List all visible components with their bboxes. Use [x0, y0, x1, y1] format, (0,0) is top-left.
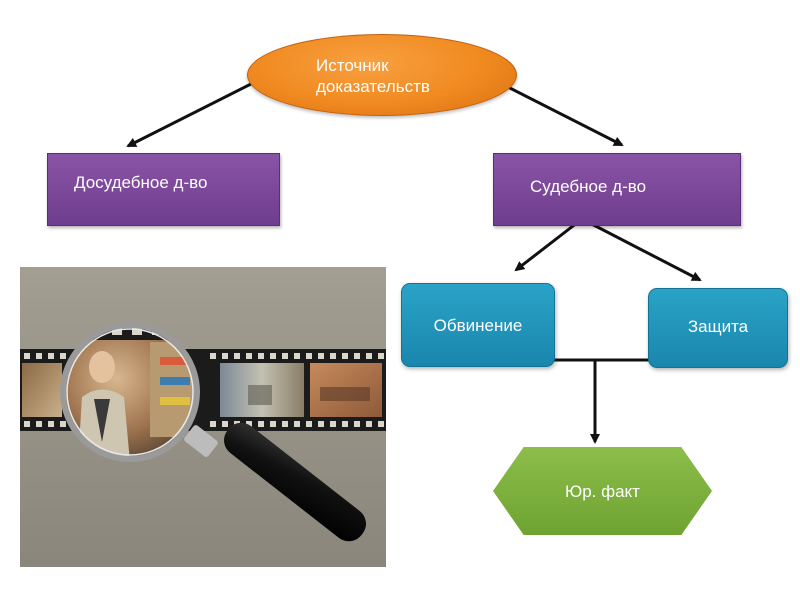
defense-node: Защита	[648, 288, 788, 368]
magnifier-lens	[60, 322, 200, 462]
judicial-label: Судебное д-во	[530, 177, 647, 196]
defense-label: Защита	[687, 317, 749, 336]
magnifier-film-illustration	[20, 267, 386, 567]
arrow-source-to-pretrial	[126, 80, 256, 148]
prosecution-label: Обвинение	[433, 316, 523, 335]
arrow-source-to-judicial	[505, 84, 624, 147]
evidence-source-node: Источник доказательств	[247, 34, 517, 116]
arrow-judicial-to-defense	[581, 217, 702, 282]
pretrial-label: Досудебное д-во	[74, 173, 208, 192]
legal-fact-node: Юр. факт	[493, 447, 712, 535]
pretrial-node: Досудебное д-во	[47, 153, 280, 226]
prosecution-node: Обвинение	[401, 283, 555, 367]
magnifier-handle	[184, 422, 366, 542]
evidence-source-label: Источник доказательств	[316, 56, 430, 97]
judicial-node: Судебное д-во	[493, 153, 741, 226]
legal-fact-label: Юр. факт	[565, 482, 640, 501]
arrow-judicial-to-prosecution	[514, 217, 583, 272]
